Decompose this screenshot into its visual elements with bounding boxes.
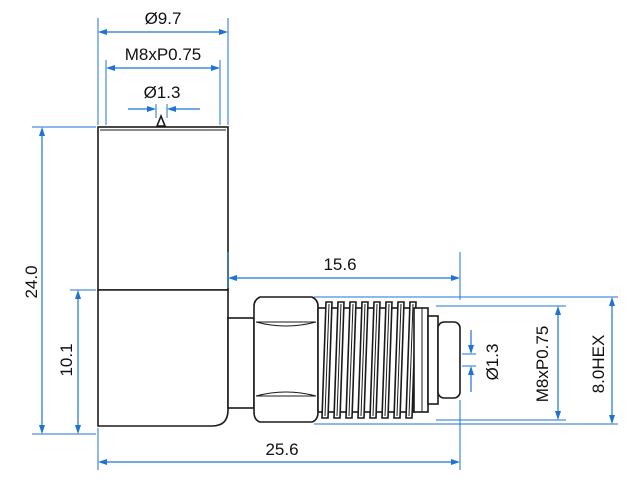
hex-chamfer-top bbox=[255, 321, 317, 327]
label-lower-height: 10.1 bbox=[57, 343, 76, 376]
hex-nut bbox=[253, 296, 319, 423]
dimension-top-thread: M8xP0.75 bbox=[105, 45, 221, 125]
threaded-section bbox=[317, 301, 417, 419]
label-top-thread: M8xP0.75 bbox=[125, 45, 202, 64]
elbow-housing bbox=[97, 289, 229, 427]
dimension-overall-length: 25.6 bbox=[97, 400, 461, 470]
dimension-side-length: 15.6 bbox=[227, 252, 461, 300]
label-side-length: 15.6 bbox=[323, 255, 356, 274]
thread-line bbox=[336, 303, 342, 417]
hex-chamfer-bottom bbox=[255, 391, 317, 397]
side-connector-end bbox=[413, 307, 461, 413]
contact-face bbox=[437, 321, 461, 399]
thread-line bbox=[372, 303, 378, 417]
thread-line bbox=[348, 303, 354, 417]
vertical-body bbox=[97, 126, 229, 291]
neck-tube bbox=[227, 317, 255, 409]
end-sleeve bbox=[413, 307, 429, 413]
dimension-hex-size: 8.0HEX bbox=[314, 296, 618, 425]
thread-line bbox=[384, 303, 390, 417]
label-top-diameter: Ø9.7 bbox=[145, 9, 182, 28]
label-side-pin-diameter: Ø1.3 bbox=[483, 344, 502, 381]
thread-line bbox=[324, 303, 330, 417]
label-top-pin-diameter: Ø1.3 bbox=[144, 83, 181, 102]
thread-line bbox=[360, 303, 366, 417]
top-center-pin bbox=[155, 113, 167, 127]
dimension-overall-height: 24.0 bbox=[22, 126, 96, 435]
hex-nut-outline bbox=[253, 296, 319, 423]
dimension-top-diameter: Ø9.7 bbox=[97, 9, 229, 125]
dimension-side-thread: M8xP0.75 bbox=[436, 305, 566, 421]
thread-line bbox=[396, 303, 402, 417]
insulator bbox=[427, 315, 439, 405]
label-side-thread: M8xP0.75 bbox=[533, 326, 552, 403]
thread-line bbox=[408, 303, 414, 417]
connector-body bbox=[97, 113, 229, 427]
side-neck bbox=[227, 317, 255, 409]
label-overall-length: 25.6 bbox=[265, 440, 298, 459]
label-hex-size: 8.0HEX bbox=[589, 335, 608, 394]
dimension-top-pin-diameter: Ø1.3 bbox=[128, 83, 200, 118]
dimension-lower-height: 10.1 bbox=[57, 289, 96, 434]
dimension-side-pin-diameter: Ø1.3 bbox=[462, 330, 502, 392]
label-overall-height: 24.0 bbox=[22, 265, 41, 298]
